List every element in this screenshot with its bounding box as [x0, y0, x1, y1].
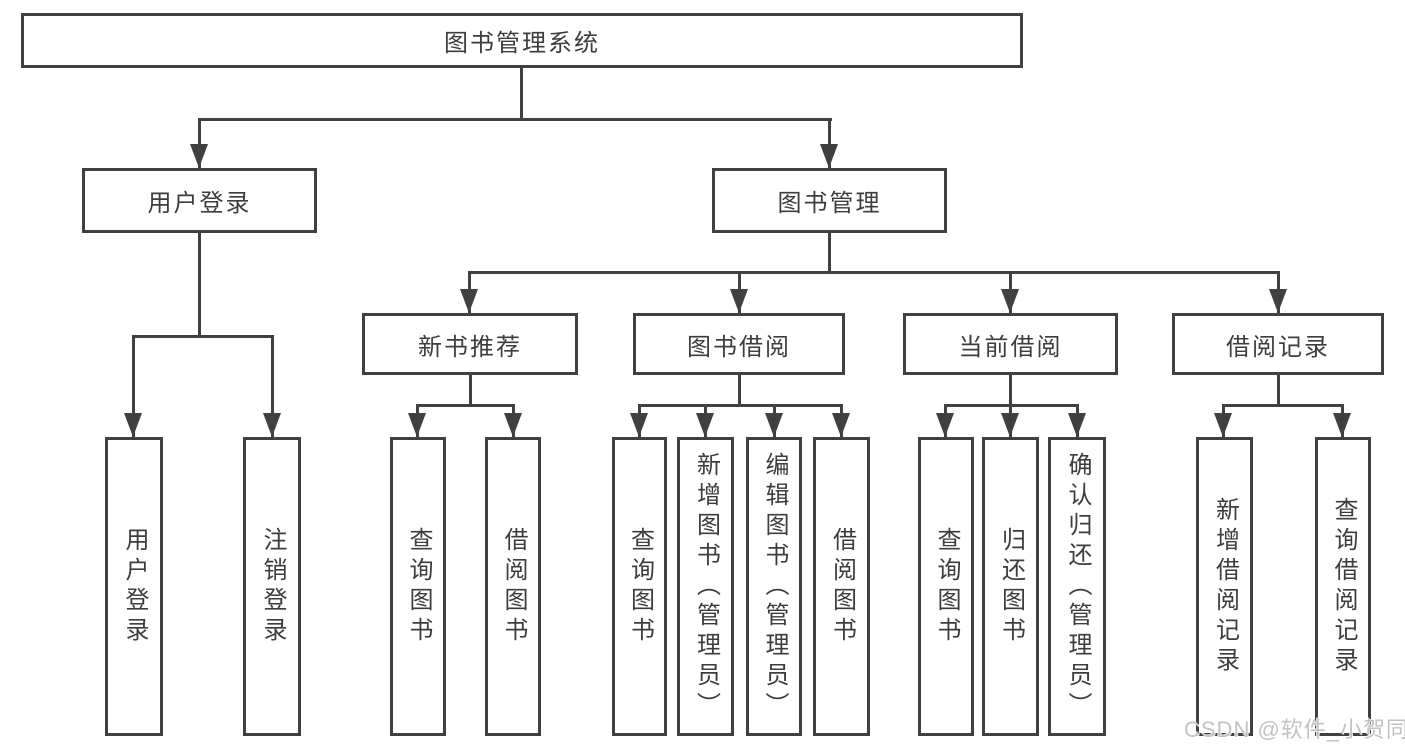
leaf-user-login: 用户登录: [105, 437, 163, 736]
leaf-logout: 注销登录: [243, 437, 301, 736]
connector-line: [520, 68, 523, 120]
node-book-management: 图书管理: [712, 168, 947, 233]
leaf-borrow-books-borrow: 借阅图书: [813, 437, 870, 736]
arrow-down-icon: [1068, 413, 1086, 437]
node-book-borrow: 图书借阅: [633, 313, 845, 375]
arrow-down-icon: [730, 289, 748, 313]
leaf-add-borrow-record: 新增借阅记录: [1196, 437, 1253, 736]
arrow-down-icon: [765, 413, 783, 437]
connector-line: [738, 375, 741, 406]
leaf-query-books-recommend: 查询图书: [390, 437, 446, 736]
connector-line: [1222, 404, 1344, 407]
leaf-borrow-books-recommend: 借阅图书: [485, 437, 541, 736]
leaf-confirm-return-admin: 确认归还（管理员）: [1048, 437, 1106, 736]
connector-line: [198, 118, 832, 121]
node-user-login: 用户登录: [82, 168, 317, 233]
connector-line: [1277, 375, 1280, 406]
connector-line: [198, 118, 201, 168]
arrow-down-icon: [1333, 413, 1351, 437]
connector-line: [198, 233, 201, 338]
node-new-book-recommend: 新书推荐: [362, 313, 578, 375]
connector-line: [271, 335, 274, 437]
connector-line: [638, 404, 843, 407]
arrow-down-icon: [696, 413, 714, 437]
leaf-add-books-admin: 新增图书（管理员）: [677, 437, 734, 736]
arrow-down-icon: [1214, 413, 1232, 437]
connector-line: [468, 271, 1280, 274]
arrow-down-icon: [504, 413, 522, 437]
arrow-down-icon: [1001, 413, 1019, 437]
leaf-query-books-current: 查询图书: [918, 437, 974, 736]
connector-line: [416, 404, 515, 407]
node-borrow-records: 借阅记录: [1172, 313, 1384, 375]
arrow-down-icon: [124, 413, 142, 437]
connector-line: [828, 233, 831, 274]
csdn-watermark: CSDN @软件_小贺同学: [1184, 717, 1405, 742]
arrow-down-icon: [1001, 289, 1019, 313]
arrow-down-icon: [832, 413, 850, 437]
arrow-down-icon: [263, 413, 281, 437]
leaf-return-books: 归还图书: [982, 437, 1039, 736]
node-current-borrow: 当前借阅: [903, 313, 1118, 375]
arrow-down-icon: [936, 413, 954, 437]
arrow-down-icon: [460, 289, 478, 313]
leaf-query-borrow-record: 查询借阅记录: [1315, 437, 1371, 736]
arrow-down-icon: [190, 144, 208, 168]
arrow-down-icon: [820, 144, 838, 168]
arrow-down-icon: [630, 413, 648, 437]
connector-line: [828, 118, 831, 168]
connector-line: [469, 375, 472, 406]
connector-line: [1009, 375, 1012, 406]
root-node-library-system: 图书管理系统: [21, 13, 1023, 68]
connector-line: [132, 335, 135, 437]
leaf-edit-books-admin: 编辑图书（管理员）: [746, 437, 802, 736]
arrow-down-icon: [408, 413, 426, 437]
leaf-query-books-borrow: 查询图书: [612, 437, 667, 736]
connector-line: [132, 335, 274, 338]
arrow-down-icon: [1269, 289, 1287, 313]
